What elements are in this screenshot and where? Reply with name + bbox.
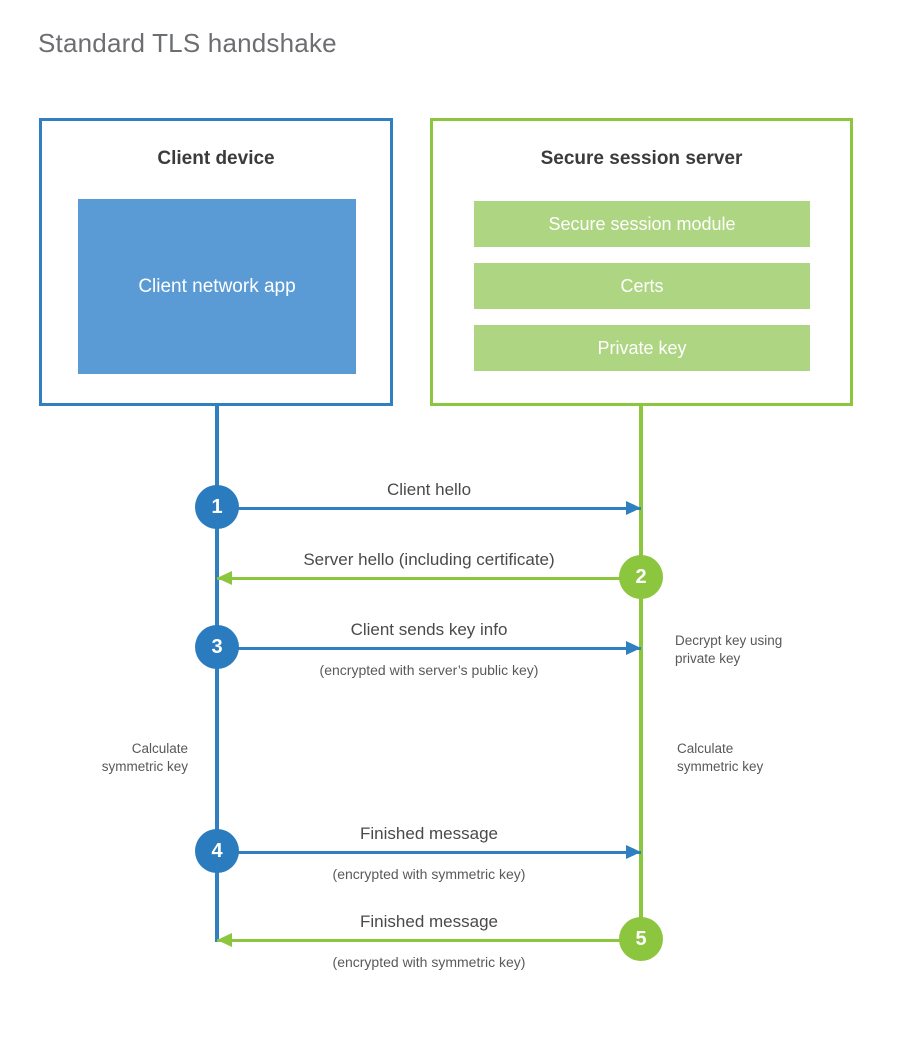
message-3-line	[217, 647, 641, 650]
server-lifeline	[639, 405, 643, 939]
message-2-label: Server hello (including certificate)	[303, 550, 555, 569]
arrowhead-left-icon	[217, 571, 232, 585]
server-component-label: Private key	[597, 337, 687, 358]
step-badge-4: 4	[195, 829, 239, 873]
message-4-sublabel: (encrypted with symmetric key)	[332, 866, 526, 882]
message-4-line	[217, 851, 641, 854]
step-badge-5: 5	[619, 917, 663, 961]
client-device-title: Client device	[157, 148, 275, 169]
server-component-certs: Certs	[474, 263, 810, 309]
server-component-label: Certs	[620, 275, 664, 296]
message-1-line	[217, 507, 641, 510]
message-5-sublabel: (encrypted with symmetric key)	[332, 954, 526, 970]
message-5-line	[217, 939, 641, 942]
server-component-secure-session-module: Secure session module	[474, 201, 810, 247]
arrowhead-left-icon	[217, 933, 232, 947]
message-2-line	[217, 577, 641, 580]
note-server-decrypt-key: Decrypt key using private key	[675, 633, 783, 667]
server-component-private-key: Private key	[474, 325, 810, 371]
step-badge-3: 3	[195, 625, 239, 669]
page-title: Standard TLS handshake	[38, 28, 337, 58]
arrowhead-right-icon	[626, 845, 641, 859]
client-lifeline	[215, 405, 219, 942]
message-3-sublabel: (encrypted with server’s public key)	[319, 662, 539, 678]
note-server-calculate-symmetric-key: Calculate symmetric key	[677, 741, 764, 775]
step-badge-1: 1	[195, 485, 239, 529]
message-1-label: Client hello	[386, 480, 472, 499]
message-5-label: Finished message	[360, 912, 498, 931]
secure-session-server-panel: Secure session server Secure session mod…	[430, 118, 853, 406]
step-badge-2: 2	[619, 555, 663, 599]
secure-session-server-title: Secure session server	[540, 148, 743, 169]
message-3-label: Client sends key info	[350, 620, 508, 639]
arrowhead-right-icon	[626, 641, 641, 655]
message-4-label: Finished message	[360, 824, 498, 843]
client-network-app-label: Client network app	[138, 275, 296, 297]
client-network-app-box: Client network app	[78, 199, 356, 374]
client-device-panel: Client device Client network app	[39, 118, 393, 406]
server-component-label: Secure session module	[548, 213, 736, 234]
note-client-calculate-symmetric-key: Calculate symmetric key	[101, 741, 188, 775]
arrowhead-right-icon	[626, 501, 641, 515]
